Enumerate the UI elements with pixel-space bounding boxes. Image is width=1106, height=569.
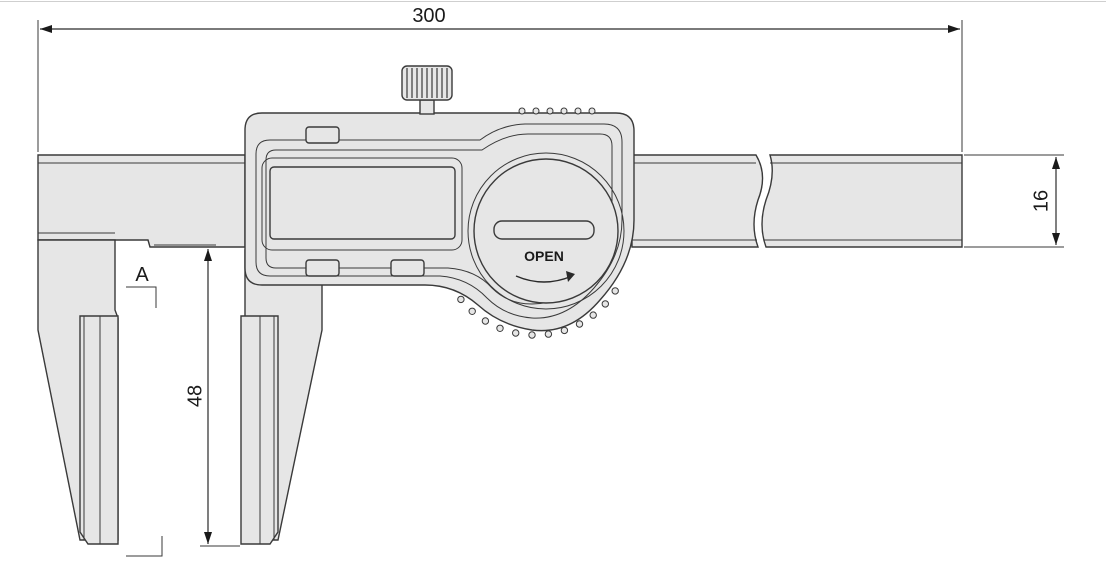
bottom-right-button[interactable] [390,259,425,277]
grip-ridge [560,107,568,115]
section-marker-label: A [135,264,149,286]
open-arrow-head [566,271,575,282]
wheel-bump [575,320,584,328]
battery-cover[interactable]: OPEN [467,152,625,310]
beam-height-dimension: 16 [964,154,1064,248]
overall-length-dimension: 300 [37,5,963,152]
slider-jaw [240,249,323,545]
thumb-wheel [457,287,619,339]
wheel-bump [468,307,476,315]
grip-ridge [588,107,596,115]
wheel-bump [481,317,490,325]
top-button[interactable] [305,126,340,144]
head-grip-ridges [518,107,596,115]
section-marker: A [126,264,163,557]
grip-ridge [574,107,582,115]
beam-height-value: 16 [1030,190,1052,212]
cover-slot [493,220,595,240]
wheel-bump [601,300,609,308]
length-value: 300 [412,5,445,27]
jaw-depth-value: 48 [184,385,206,407]
wheel-bump [496,324,504,332]
grip-ridge [546,107,554,115]
wheel-bump [589,311,597,319]
wheel-bump [611,287,619,295]
wheel-bump [528,331,536,339]
fixed-jaw [37,239,151,545]
open-label: OPEN [524,248,564,264]
wheel-bump [560,326,569,335]
grip-ridge [532,107,540,115]
thumb-screw [401,65,453,115]
wheel-bump [544,330,553,338]
jaw-depth-dimension: 48 [154,244,240,547]
beam [37,154,963,248]
grip-ridge [518,107,526,115]
bottom-left-button[interactable] [305,259,340,277]
wheel-bump [457,295,465,304]
lcd-display [261,157,463,251]
wheel-bump [512,329,520,337]
